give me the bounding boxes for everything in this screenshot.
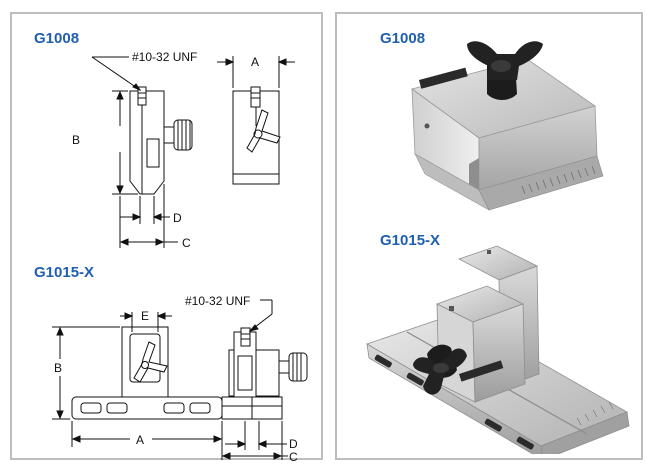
drawings-panel: G1008 G1015-X	[10, 12, 323, 462]
g1015x-dim-c: C	[289, 450, 298, 462]
g1008-thread-label: #10-32 UNF	[132, 50, 197, 64]
g1015x-dim-a: A	[136, 433, 144, 447]
g1008-dim-d: D	[173, 211, 182, 225]
g1008-dim-b: B	[72, 133, 80, 147]
g1015x-drawing-title: G1015-X	[34, 264, 95, 281]
photos-panel: G1008 G1015-X	[335, 12, 643, 460]
g1015x-dim-e: E	[141, 309, 149, 323]
g1008-dim-c: C	[182, 236, 191, 250]
g1015x-thread-label: #10-32 UNF	[185, 294, 250, 308]
technical-drawings: #10-32 UNF A B D C #10-32 UNF E B A D C	[52, 50, 308, 462]
g1015x-product-photo	[366, 245, 630, 454]
g1008-product-photo	[411, 41, 604, 211]
g1008-dim-a: A	[251, 55, 259, 69]
g1008-photo-title: G1008	[380, 30, 426, 47]
g1015x-front-view	[71, 326, 223, 420]
g1015x-dim-b: B	[54, 361, 62, 375]
g1015x-side-view	[221, 327, 308, 420]
g1008-front-view	[232, 86, 281, 185]
g1008-drawing-title: G1008	[34, 30, 80, 47]
g1015x-dim-d: D	[289, 437, 298, 451]
g1008-side-view	[129, 86, 193, 195]
g1015x-photo-title: G1015-X	[380, 232, 441, 249]
